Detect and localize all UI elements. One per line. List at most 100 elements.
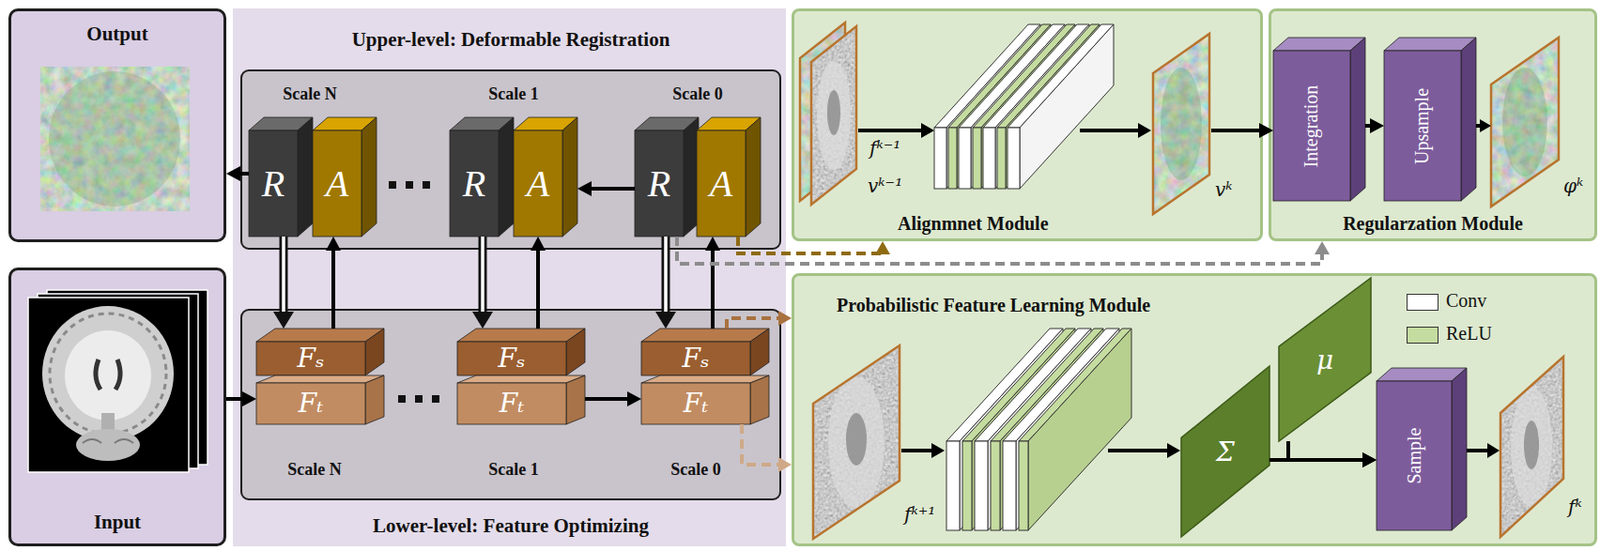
front-face: [641, 341, 751, 376]
panel-title: Input: [93, 510, 141, 534]
illustration-rect: [809, 24, 861, 209]
block-label: Fₜ: [298, 388, 324, 419]
block-label: Fₛ: [682, 343, 710, 374]
connector: [577, 181, 635, 197]
panel-title: Alignmnet Module: [897, 213, 1049, 234]
connector: [325, 236, 341, 329]
connector: [226, 166, 249, 182]
illustration-polygon: [1018, 328, 1132, 442]
illustration-ellipse: [1160, 67, 1202, 181]
illustration-polygon: [997, 24, 1100, 128]
legend-text-area: ReLU: [1446, 323, 1493, 345]
arrowhead: [1259, 123, 1274, 139]
scale-label-area: Scale 1: [488, 84, 539, 105]
side-face: [1461, 37, 1477, 201]
connector-outer-line: [661, 236, 671, 315]
scale-label: Scale N: [287, 460, 342, 479]
connector-inner-line: [663, 236, 668, 315]
sigma-plane-text-area: Σ: [1181, 366, 1270, 538]
illustration-polygon: [959, 328, 1063, 531]
variable-label-area: fᵏ: [1568, 495, 1583, 519]
input-panel: Input: [8, 267, 227, 547]
illustration-g: [809, 24, 861, 209]
alignment-block-text-area: A: [513, 130, 563, 237]
regularization-image: [1476, 35, 1561, 209]
illustration-ellipse: [76, 429, 140, 462]
side-face: [498, 117, 514, 237]
front-face: [248, 130, 298, 237]
front-face: [1273, 50, 1351, 201]
illustration-rect: [934, 127, 947, 189]
front-face: [634, 130, 684, 237]
top-face: [457, 375, 585, 384]
illustration-line: [1107, 448, 1169, 453]
feature-target-slab-text-area: Fₜ: [256, 383, 366, 425]
illustration-rect: [28, 297, 189, 473]
top-face: [1273, 37, 1366, 51]
illustration-polygon: [1028, 328, 1132, 531]
alignment-conv-stack: [934, 24, 1114, 189]
connector-line: [238, 171, 249, 176]
lower-level-box-title-area: Lower-level: Feature Optimizing: [223, 514, 799, 539]
front-face: [513, 130, 563, 237]
illustration-polygon: [971, 328, 1076, 531]
illustration-ellipse: [1523, 420, 1539, 470]
illustration-rect: [415, 395, 423, 403]
side-face: [745, 117, 761, 237]
connector-line: [331, 248, 336, 329]
illustration-rect: [958, 127, 971, 189]
side-face: [365, 375, 385, 425]
plane-face: [1181, 366, 1270, 538]
illustration-rect: [101, 413, 115, 442]
block-label: Fₛ: [297, 343, 325, 374]
upsample-block: Upsample: [1384, 37, 1477, 201]
top-face: [256, 328, 385, 342]
illustration-polygon: [956, 24, 1051, 189]
illustration-polygon: [946, 328, 1063, 442]
front-face: [449, 130, 499, 237]
illustration-polygon: [1015, 328, 1120, 531]
illustration-polygon: [1007, 24, 1114, 128]
side-face: [566, 375, 585, 425]
variable-label-area: vᵏ: [1215, 178, 1233, 201]
output-panel-title-area: Output: [11, 22, 224, 47]
illustration-polygon: [1487, 443, 1500, 459]
scale-label-area: Scale N: [282, 84, 338, 105]
variable-label: φᵏ: [1563, 174, 1584, 198]
sigma-plane: Σ: [1181, 366, 1270, 538]
feature-source-slab: Fₛ: [457, 328, 585, 376]
alignment-block-text-area: A: [696, 130, 746, 237]
illustration-rect: [422, 181, 431, 189]
registration-block-text-area: R: [248, 130, 298, 237]
legend-swatch: [1406, 326, 1439, 344]
sample-block-text-area: Sample: [1376, 381, 1452, 531]
variable-label-area: fᵏ⁻¹: [869, 137, 901, 160]
illustration-rect: [1007, 127, 1020, 189]
feature-target-slab: Fₜ: [457, 375, 585, 425]
alignment-block: A: [696, 117, 761, 237]
block-label: A: [325, 162, 349, 206]
arrowhead: [705, 236, 721, 251]
front-face: [457, 383, 567, 425]
top-face: [1376, 368, 1467, 382]
arrowhead: [577, 181, 592, 197]
arrowhead: [627, 391, 642, 407]
alignment-module-panel: Alignmnet Module: [791, 8, 1263, 242]
illustration-line: [1211, 128, 1264, 133]
illustration-line: [1079, 128, 1139, 133]
connector: [273, 236, 294, 329]
connector-line: [1288, 441, 1365, 461]
scale-label: Scale 0: [670, 460, 722, 479]
block-label: Integration: [1301, 84, 1324, 168]
variable-label: vᵏ⁻¹: [867, 174, 903, 198]
illustration-line: [858, 128, 923, 133]
feature-source-slab-text-area: Fₛ: [457, 341, 567, 376]
arrowhead: [242, 391, 257, 407]
illustration-rect: [431, 395, 440, 403]
mu-plane: μ: [1278, 277, 1371, 442]
illustration-rect: [40, 66, 190, 212]
sample-block: Sample: [1376, 368, 1467, 531]
connector-line: [738, 236, 883, 254]
legend-text: ReLU: [1446, 323, 1493, 344]
